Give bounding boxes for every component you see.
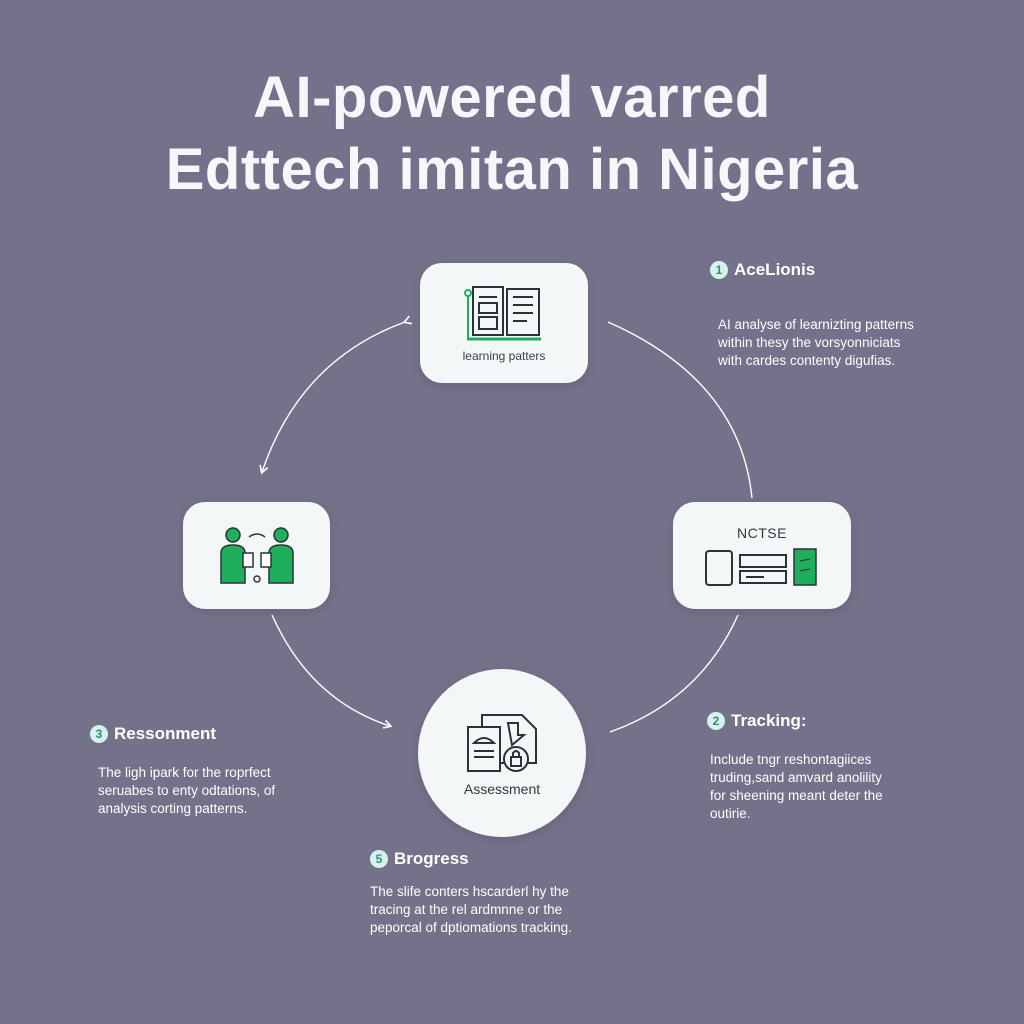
node-label: NCTSE <box>737 524 787 541</box>
arc-right-to-bottom <box>609 614 739 733</box>
step-5: 5 Brogress The slife conters hscarderl h… <box>370 849 572 937</box>
arc-top-to-right <box>607 321 753 499</box>
step-line: Include tngr reshontagiices <box>710 752 872 767</box>
step-title: Tracking: <box>731 711 807 730</box>
assessment-lock-icon <box>467 714 537 772</box>
step-title: Ressonment <box>114 724 217 743</box>
people-exchange-icon <box>219 526 294 584</box>
step-line: truding,sand amvard anolility <box>710 770 882 785</box>
step-1: 1 AceLionis AI analyse of learnizting pa… <box>710 260 914 370</box>
step-heading: 5 Brogress <box>370 849 572 869</box>
node-assessment: Assessment <box>418 669 586 837</box>
step-line: The slife conters hscarderl hy the <box>370 884 569 899</box>
node-nctse: NCTSE <box>673 502 851 609</box>
step-line: tracing at the rel ardmnne or the <box>370 902 563 917</box>
node-collaboration <box>183 502 330 609</box>
step-2: 2 Tracking: Include tngr reshontagiices … <box>707 711 883 823</box>
step-description: The ligh ipark for the roprfect seruabes… <box>98 764 275 818</box>
node-caption: learning patters <box>462 349 546 363</box>
step-line: seruabes to enty odtations, of <box>98 783 276 798</box>
step-heading: 2 Tracking: <box>707 711 883 731</box>
cards-icon <box>705 547 817 586</box>
book-document-icon <box>464 286 541 341</box>
arc-left-to-bottom <box>271 614 393 729</box>
arc-top-to-left <box>259 315 413 475</box>
title-line-2: Edttech imitan in Nigeria <box>165 137 859 202</box>
step-number-badge: 1 <box>710 261 728 279</box>
step-line: for sheening meant deter the <box>710 788 883 803</box>
step-line: The ligh ipark for the roprfect <box>98 765 271 780</box>
diagram-title: AI-powered varred Edttech imitan in Nige… <box>0 62 1024 206</box>
step-line: analysis corting patterns. <box>98 801 248 816</box>
step-number-badge: 5 <box>370 850 388 868</box>
step-line: AI analyse of learnizting patterns <box>718 317 914 332</box>
step-title: Brogress <box>394 849 469 868</box>
step-number-badge: 2 <box>707 712 725 730</box>
node-learning-patterns: learning patters <box>420 263 588 383</box>
step-heading: 3 Ressonment <box>90 724 275 744</box>
step-line: peporcal of dptiomations tracking. <box>370 920 572 935</box>
step-number-badge: 3 <box>90 725 108 743</box>
step-description: Include tngr reshontagiices truding,sand… <box>710 751 883 823</box>
step-title: AceLionis <box>734 260 816 279</box>
step-3: 3 Ressonment The ligh ipark for the ropr… <box>90 724 275 818</box>
step-line: with cardes contenty digufias. <box>718 353 896 368</box>
step-description: AI analyse of learnizting patterns withi… <box>718 316 914 370</box>
step-line: within thesy the vorsyonniciats <box>718 335 901 350</box>
title-line-1: AI-powered varred <box>253 65 771 130</box>
step-line: outirie. <box>710 806 751 821</box>
step-description: The slife conters hscarderl hy the traci… <box>370 883 572 937</box>
step-heading: 1 AceLionis <box>710 260 914 280</box>
node-caption: Assessment <box>463 781 541 797</box>
